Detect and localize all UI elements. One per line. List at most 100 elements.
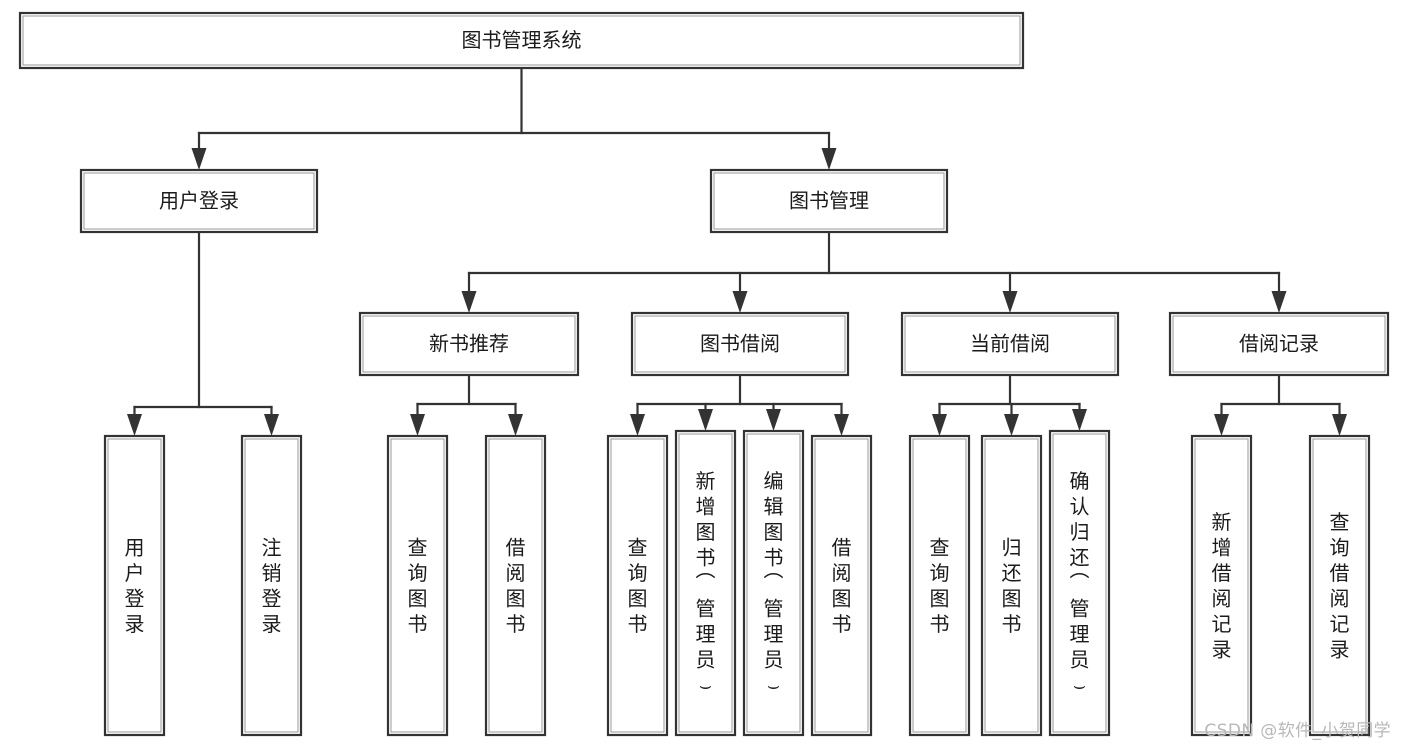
node-box-inner-edge bbox=[488, 438, 543, 733]
node-borrow-record[interactable]: 借阅记录 bbox=[1168, 311, 1390, 377]
node-box[interactable] bbox=[630, 311, 850, 377]
node-box[interactable] bbox=[358, 311, 580, 377]
node-box[interactable] bbox=[1048, 429, 1111, 737]
node-box-inner-edge bbox=[814, 438, 869, 733]
node-box[interactable] bbox=[900, 311, 1120, 377]
edge-arrowhead bbox=[264, 414, 279, 436]
node-leaf-query-book-rec[interactable]: 查询图书 bbox=[386, 434, 449, 737]
edge-group-root bbox=[191, 66, 837, 170]
node-label: 图书借阅 bbox=[700, 332, 780, 356]
node-box-inner-edge bbox=[1172, 315, 1386, 373]
edge-arrowhead bbox=[1332, 414, 1347, 436]
edge-arrowhead bbox=[127, 414, 142, 436]
node-box-inner-edge bbox=[362, 315, 576, 373]
node-label: 查询借阅记录 bbox=[1330, 510, 1350, 662]
node-label: 归还图书 bbox=[1002, 535, 1022, 636]
edge-arrowhead bbox=[508, 414, 523, 436]
node-box[interactable] bbox=[1308, 434, 1371, 737]
edge-arrowhead bbox=[1002, 291, 1018, 313]
edge-arrowhead bbox=[1214, 414, 1229, 436]
edge-group-book-borrow bbox=[630, 373, 849, 436]
node-box[interactable] bbox=[386, 434, 449, 737]
node-box-inner-edge bbox=[244, 438, 299, 733]
edge-arrowhead bbox=[766, 409, 781, 431]
node-label: 当前借阅 bbox=[970, 332, 1050, 356]
edge-arrowhead bbox=[1004, 414, 1019, 436]
node-leaf-confirm-return[interactable]: 确认归还⌒管理员⌣ bbox=[1048, 429, 1111, 737]
node-box[interactable] bbox=[79, 168, 319, 234]
node-label: 查询图书 bbox=[930, 535, 950, 636]
node-user-login[interactable]: 用户登录 bbox=[79, 168, 319, 234]
node-box[interactable] bbox=[709, 168, 949, 234]
node-box-inner-edge bbox=[904, 315, 1116, 373]
node-label: 新书推荐 bbox=[429, 332, 509, 356]
node-label: 新增借阅记录 bbox=[1212, 510, 1232, 662]
node-box-inner-edge bbox=[1052, 433, 1107, 733]
node-box-inner-edge bbox=[634, 315, 846, 373]
node-label: 查询图书 bbox=[408, 535, 428, 636]
edge-group-borrow-record bbox=[1214, 373, 1347, 436]
node-box[interactable] bbox=[980, 434, 1043, 737]
node-book-borrow[interactable]: 图书借阅 bbox=[630, 311, 850, 377]
edge-group-book-management bbox=[461, 230, 1287, 313]
node-box-inner-edge bbox=[984, 438, 1039, 733]
node-leaf-return-book[interactable]: 归还图书 bbox=[980, 434, 1043, 737]
node-leaf-user-logout[interactable]: 注销登录 bbox=[240, 434, 303, 737]
node-box[interactable] bbox=[18, 11, 1025, 70]
node-box-inner-edge bbox=[713, 172, 945, 230]
node-box[interactable] bbox=[1168, 311, 1390, 377]
node-leaf-query-record[interactable]: 查询借阅记录 bbox=[1308, 434, 1371, 737]
node-box[interactable] bbox=[908, 434, 971, 737]
node-box-inner-edge bbox=[83, 172, 315, 230]
edge-group-new-book-recommend bbox=[410, 373, 523, 436]
node-book-management[interactable]: 图书管理 bbox=[709, 168, 949, 234]
edge-arrowhead bbox=[410, 414, 425, 436]
node-box-inner-edge bbox=[390, 438, 445, 733]
node-leaf-edit-book[interactable]: 编辑图书⌒管理员⌣ bbox=[742, 429, 805, 737]
node-box[interactable] bbox=[484, 434, 547, 737]
node-box[interactable] bbox=[674, 429, 737, 737]
node-label: 查询图书 bbox=[628, 535, 648, 636]
node-current-borrow[interactable]: 当前借阅 bbox=[900, 311, 1120, 377]
node-label: 编辑图书⌒管理员⌣ bbox=[764, 469, 784, 697]
edges-layer bbox=[127, 66, 1347, 436]
node-box[interactable] bbox=[1190, 434, 1253, 737]
node-label: 借阅图书 bbox=[832, 535, 852, 636]
edge-arrowhead bbox=[1072, 409, 1087, 431]
node-box[interactable] bbox=[742, 429, 805, 737]
node-label: 图书管理系统 bbox=[462, 28, 582, 52]
edge-arrowhead bbox=[821, 148, 837, 170]
node-label: 新增图书⌒管理员⌣ bbox=[696, 469, 716, 697]
node-box[interactable] bbox=[240, 434, 303, 737]
node-label: 图书管理 bbox=[789, 189, 869, 213]
node-leaf-query-book-cur[interactable]: 查询图书 bbox=[908, 434, 971, 737]
edge-arrowhead bbox=[630, 414, 645, 436]
node-leaf-borrow-book-rec[interactable]: 借阅图书 bbox=[484, 434, 547, 737]
node-leaf-add-record[interactable]: 新增借阅记录 bbox=[1190, 434, 1253, 737]
node-leaf-add-book[interactable]: 新增图书⌒管理员⌣ bbox=[674, 429, 737, 737]
node-label: 注销登录 bbox=[262, 535, 282, 636]
node-root[interactable]: 图书管理系统 bbox=[18, 11, 1025, 70]
edge-arrowhead bbox=[932, 414, 947, 436]
node-label: 用户登录 bbox=[159, 189, 239, 213]
node-leaf-query-book-borrow[interactable]: 查询图书 bbox=[606, 434, 669, 737]
node-box[interactable] bbox=[810, 434, 873, 737]
node-label: 确认归还⌒管理员⌣ bbox=[1070, 469, 1090, 697]
nodes-layer: 图书管理系统用户登录图书管理新书推荐图书借阅当前借阅借阅记录用户登录注销登录查询… bbox=[18, 11, 1390, 737]
node-new-book-recommend[interactable]: 新书推荐 bbox=[358, 311, 580, 377]
edge-arrowhead bbox=[1271, 291, 1287, 313]
edge-arrowhead bbox=[191, 148, 207, 170]
edge-arrowhead bbox=[461, 291, 477, 313]
node-label: 借阅记录 bbox=[1239, 332, 1319, 356]
edge-group-user-login bbox=[127, 230, 279, 436]
node-box-inner-edge bbox=[1194, 438, 1249, 733]
node-leaf-user-login[interactable]: 用户登录 bbox=[103, 434, 166, 737]
node-box-inner-edge bbox=[678, 433, 733, 733]
node-leaf-borrow-book[interactable]: 借阅图书 bbox=[810, 434, 873, 737]
edge-arrowhead bbox=[834, 414, 849, 436]
node-box[interactable] bbox=[103, 434, 166, 737]
node-box[interactable] bbox=[606, 434, 669, 737]
csdn-watermark: CSDN @软件_小贺同学 bbox=[1204, 721, 1391, 741]
